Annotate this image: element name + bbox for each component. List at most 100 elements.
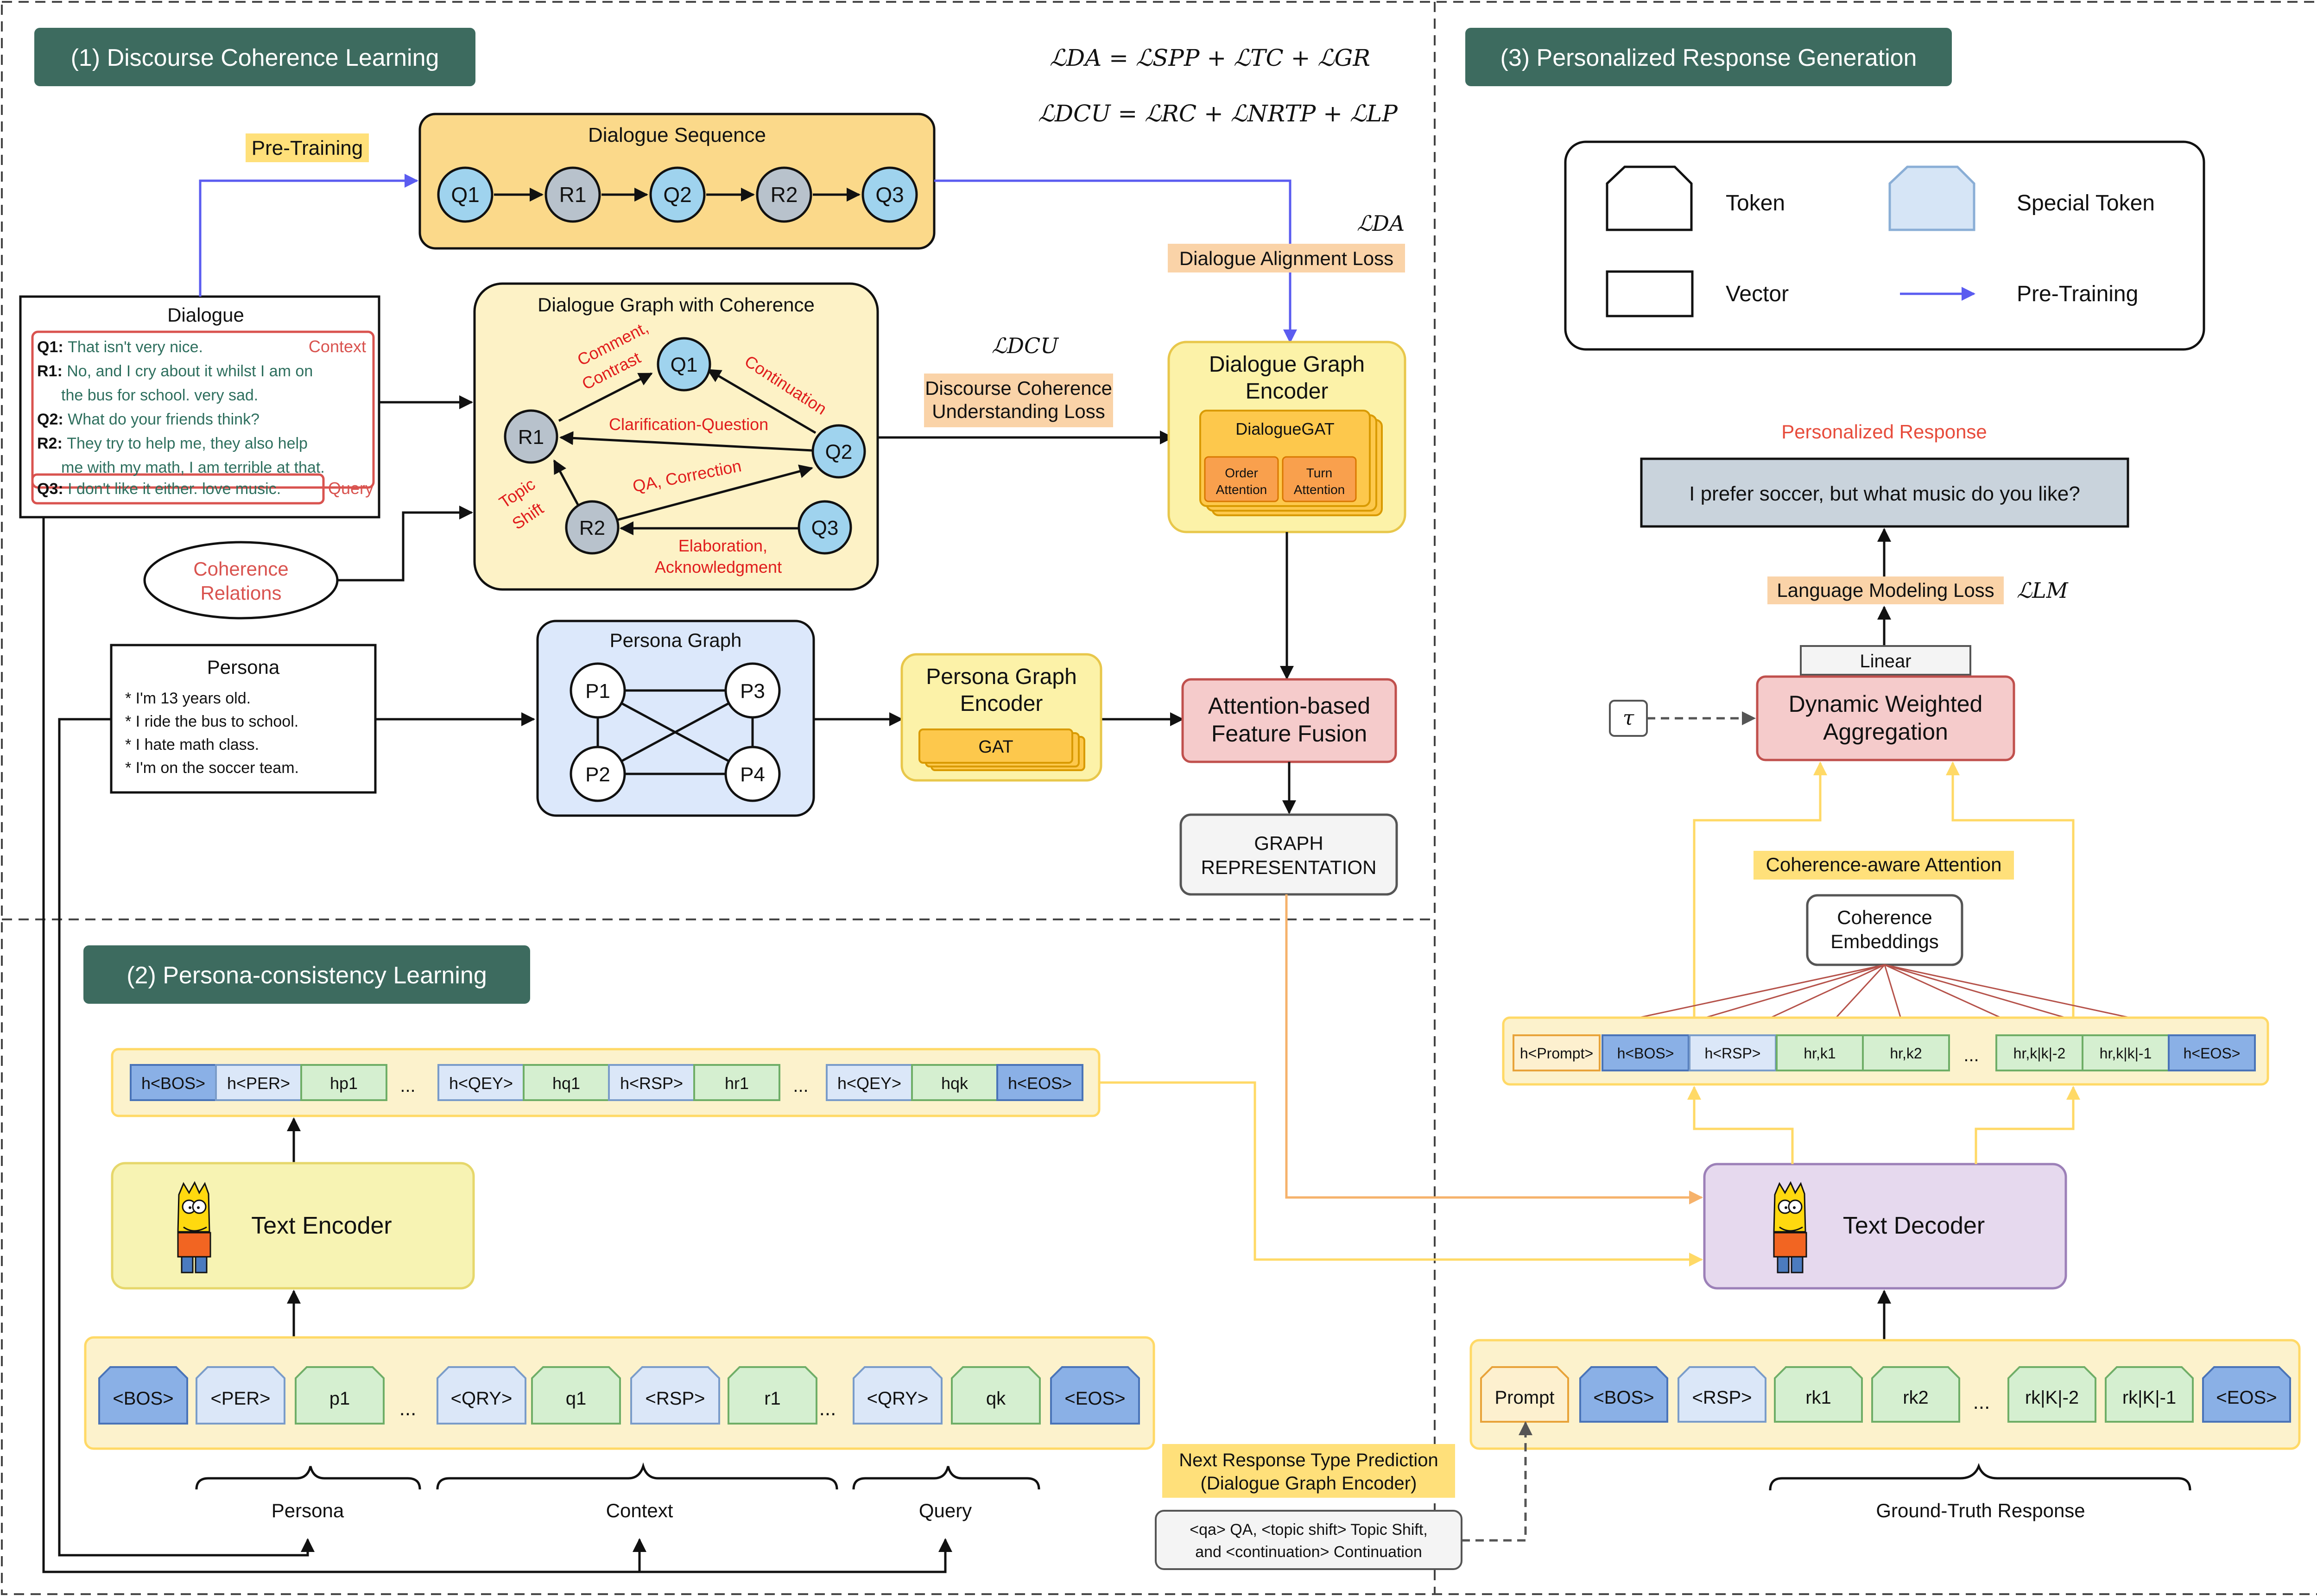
hidden-vector-label: h<RSP> [1705, 1045, 1761, 1062]
persona-line: * I'm 13 years old. [125, 690, 251, 707]
dialogue-box: Dialogue Context Query Q1: That isn't ve… [19, 295, 380, 519]
hidden-vector [437, 1064, 525, 1101]
token-label: rk|K|-2 [2025, 1387, 2079, 1408]
legend: Token Special Token Vector Pre-Training [1564, 140, 2205, 351]
graph-node [798, 500, 852, 555]
persona-node-label: P4 [740, 763, 765, 786]
token-label: <PER> [211, 1388, 271, 1409]
hidden-vector-label: h<BOS> [141, 1074, 205, 1093]
hidden-vector-label: h<PER> [227, 1074, 290, 1093]
dialogue-line: R1: No, and I cry about it whilst I am o… [37, 362, 313, 380]
graph-node [504, 409, 558, 464]
pretraining-highlight [246, 133, 369, 162]
token-label: <RSP> [646, 1388, 705, 1409]
hidden-vector-label: hr1 [725, 1074, 749, 1093]
text-encoder-label: Text Encoder [251, 1212, 392, 1239]
dge-title-2: Encoder [1246, 379, 1329, 404]
persona-box: Persona * I'm 13 years old.* I ride the … [110, 644, 377, 794]
token-label: q1 [566, 1388, 587, 1409]
ellipsis: ... [399, 1397, 417, 1420]
ellipsis: ... [793, 1076, 808, 1096]
persona-node [724, 746, 781, 802]
lm-loss-highlight [1767, 576, 2004, 604]
persona-node [570, 662, 626, 719]
tau-label: τ [1623, 706, 1634, 730]
hidden-vector [996, 1064, 1083, 1101]
token-label: <BOS> [113, 1388, 173, 1409]
token [1050, 1366, 1140, 1425]
token-label: <RSP> [1692, 1387, 1752, 1408]
bart-avatar-icon [1773, 1181, 1807, 1273]
section-header-3: (3) Personalized Response Generation [1465, 28, 1952, 86]
section-title-3: (3) Personalized Response Generation [1500, 44, 1917, 71]
token [728, 1366, 817, 1425]
hidden-vector-label: hr,k|k|-2 [2013, 1045, 2066, 1062]
personalized-response-title: Personalized Response [1781, 421, 1987, 443]
token-label: <EOS> [1064, 1388, 1125, 1409]
query-outline [31, 473, 325, 505]
edge-elab-2: Acknowledgment [655, 557, 782, 576]
order-attention-1: Order [1225, 466, 1258, 480]
personalized-response-box [1640, 457, 2129, 528]
ellipsis: ... [819, 1397, 836, 1420]
persona-node [570, 746, 626, 802]
dialogue-line: the bus for school. very sad. [61, 386, 258, 404]
graph-node-label: R1 [518, 426, 544, 449]
hidden-vector [523, 1064, 610, 1101]
sequence-node-label: Q2 [663, 183, 691, 207]
token [2007, 1366, 2096, 1423]
legend-pretraining: Pre-Training [2017, 282, 2138, 306]
coherence-relations-line-2: Relations [200, 582, 281, 604]
dialogue-graph-title: Dialogue Graph with Coherence [538, 294, 815, 316]
persona-graph-encoder: Persona Graph Encoder GAT [900, 653, 1102, 782]
sequence-node-label: Q3 [875, 183, 904, 207]
persona-node [724, 662, 781, 719]
hidden-vector [1862, 1034, 1950, 1071]
pretraining-label: Pre-Training [252, 137, 363, 159]
coherence-embeddings: Coherence Embeddings [1806, 894, 1963, 966]
lm-loss-label: Language Modeling Loss [1777, 579, 1994, 601]
hidden-vector [300, 1064, 387, 1101]
aggregation-line-2: Aggregation [1823, 719, 1948, 745]
pge-title-1: Persona Graph [926, 665, 1077, 689]
token [2105, 1366, 2194, 1423]
token [1579, 1366, 1668, 1423]
token-label: rk|K|-1 [2122, 1387, 2176, 1408]
token [1480, 1366, 1569, 1423]
sequence-node [544, 166, 601, 223]
token [1774, 1366, 1863, 1423]
hidden-vector [826, 1064, 913, 1101]
token-label: <QRY> [451, 1388, 513, 1409]
graph-node-label: Q2 [825, 441, 853, 463]
token [1871, 1366, 1960, 1423]
turn-attention-1: Turn [1306, 466, 1333, 480]
persona-title: Persona [207, 656, 280, 678]
dialoguegat-label: DialogueGAT [1235, 419, 1334, 438]
token [853, 1366, 943, 1425]
sequence-node [861, 166, 918, 223]
personalized-response-text: I prefer soccer, but what music do you l… [1689, 482, 2080, 505]
hidden-vector-label: hp1 [330, 1074, 358, 1093]
token-label: <QRY> [867, 1388, 929, 1409]
section-title-2: (2) Persona-consistency Learning [127, 962, 487, 989]
edge-elab-1: Elaboration, [678, 536, 767, 555]
feature-fusion: Attention-based Feature Fusion [1181, 678, 1397, 763]
token [295, 1366, 385, 1425]
loss-lm-symbol: ℒLM [2017, 578, 2069, 603]
graph-node-label: Q1 [671, 354, 698, 376]
dynamic-aggregation: Dynamic Weighted Aggregation [1756, 675, 2015, 761]
coherence-attention-label: Coherence-aware Attention [1766, 854, 2002, 875]
hidden-vector-label: hr,k2 [1890, 1045, 1922, 1062]
brace-persona: Persona [272, 1500, 344, 1521]
bart-avatar-icon [177, 1181, 211, 1273]
token [531, 1366, 621, 1425]
graph-rep-line-2: REPRESENTATION [1201, 856, 1377, 878]
hidden-vector-label: h<QEY> [449, 1074, 513, 1093]
dcu-loss-line-1: Discourse Coherence [925, 377, 1112, 399]
hidden-vector [215, 1064, 302, 1101]
token [2202, 1366, 2291, 1423]
fusion-line-2: Feature Fusion [1211, 721, 1367, 747]
sequence-node-label: R1 [559, 183, 587, 207]
